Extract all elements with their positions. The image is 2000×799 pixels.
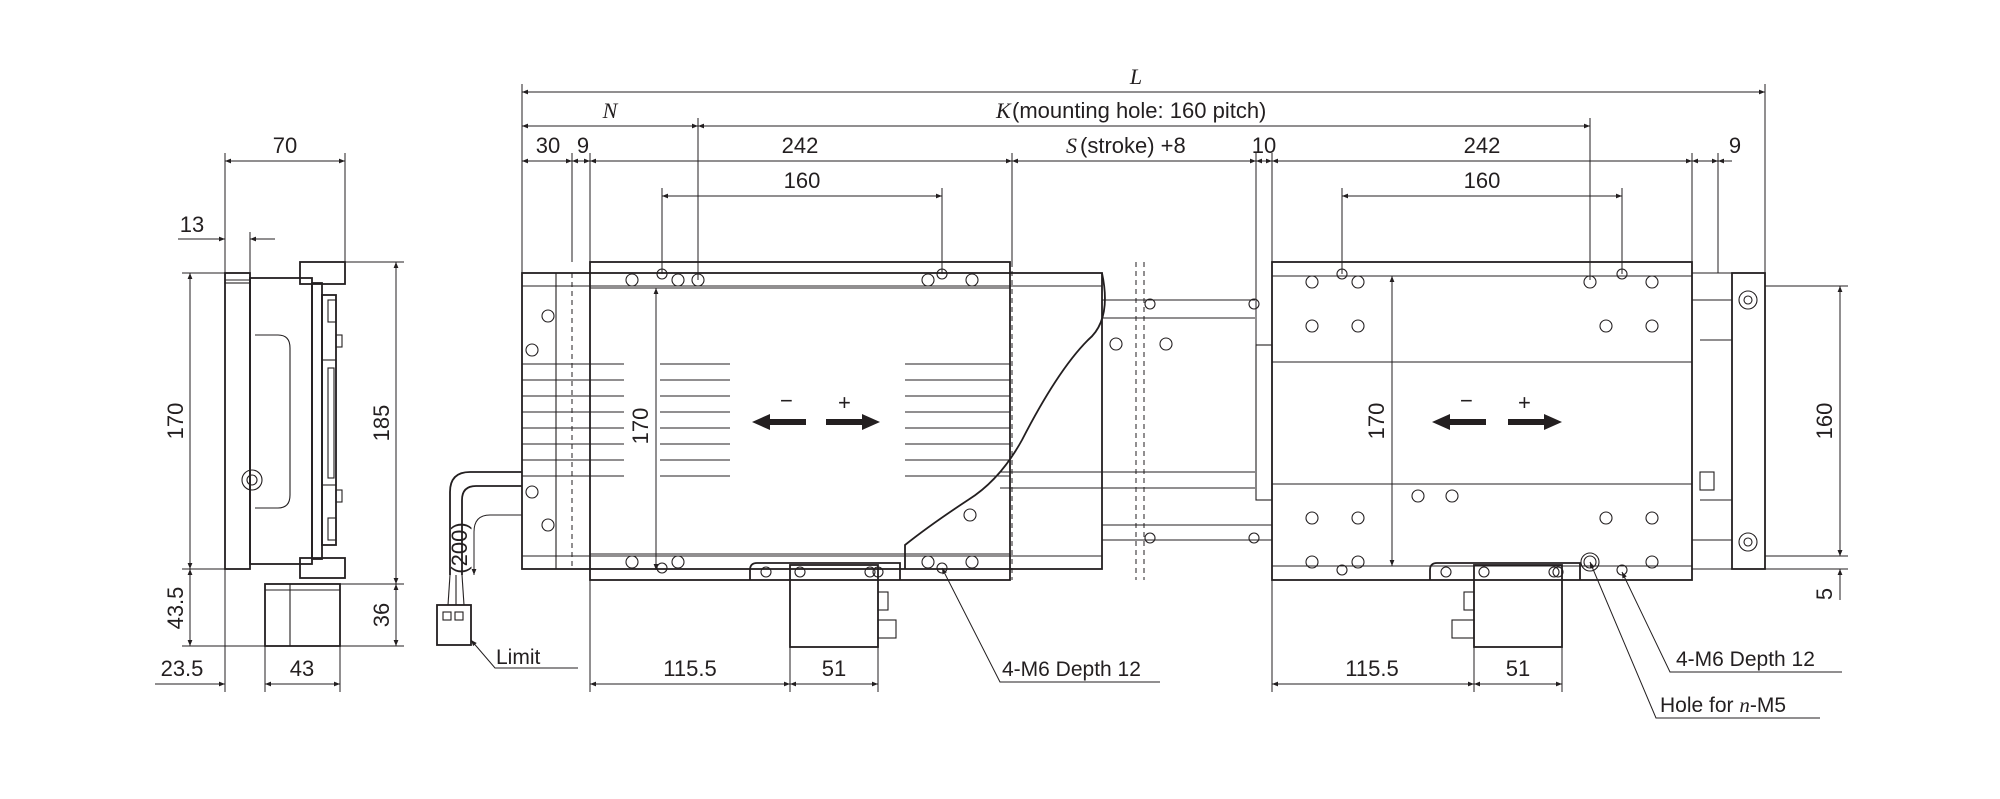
dim-51-left: 51 <box>822 656 846 681</box>
dim-170-left-table: 170 <box>628 408 653 445</box>
dim-K-suffix: (mounting hole: 160 pitch) <box>1012 98 1266 123</box>
dim-S-suffix: (stroke) +8 <box>1080 133 1186 158</box>
dim-13: 13 <box>180 212 204 237</box>
m6-label-left: 4-M6 Depth 12 <box>1002 658 1141 681</box>
dim-S-label: S <box>1066 133 1077 158</box>
dim-170-side: 170 <box>163 403 188 440</box>
dim-43-5: 43.5 <box>163 587 188 630</box>
hole-label-n: n <box>1739 693 1750 717</box>
dim-160-left: 160 <box>784 168 821 193</box>
dim-242-right: 242 <box>1464 133 1501 158</box>
minus-sign: − <box>1460 388 1473 413</box>
mounting-holes <box>525 268 1659 576</box>
dim-K-label: K <box>995 98 1012 123</box>
limit-cable <box>436 471 522 646</box>
dim-10: 10 <box>1252 133 1276 158</box>
dim-185: 185 <box>369 405 394 442</box>
dim-N: N <box>602 98 619 123</box>
minus-sign: − <box>780 388 793 413</box>
side-view <box>224 261 346 647</box>
limit-label: Limit <box>496 646 541 669</box>
dimension-lines <box>155 84 1848 719</box>
dim-5: 5 <box>1812 588 1837 600</box>
sensor-right <box>1429 562 1581 648</box>
actuator-body <box>521 261 1766 581</box>
dim-170-right-table: 170 <box>1364 403 1389 440</box>
hole-label-prefix: Hole for <box>1660 694 1739 717</box>
hole-label-suffix: -M5 <box>1750 694 1786 717</box>
dim-242-left: 242 <box>782 133 819 158</box>
dim-9-left: 9 <box>577 133 589 158</box>
dimension-labels: L N K (mounting hole: 160 pitch) 30 9 24… <box>161 64 1837 681</box>
dim-9-right: 9 <box>1729 133 1741 158</box>
dim-160-right: 160 <box>1464 168 1501 193</box>
sensor-left <box>749 562 901 648</box>
dim-115-5-right: 115.5 <box>1345 656 1398 681</box>
callout-labels: Limit 4-M6 Depth 12 4-M6 Depth 12 Hole f… <box>496 646 1815 717</box>
dim-36: 36 <box>369 603 394 627</box>
plus-sign: + <box>838 390 851 415</box>
dim-30: 30 <box>536 133 560 158</box>
groove-lines <box>522 363 1010 477</box>
direction-arrows-left: − + <box>752 388 880 430</box>
dim-43: 43 <box>290 656 314 681</box>
dim-160-end: 160 <box>1812 403 1837 440</box>
dim-115-5-left: 115.5 <box>663 656 716 681</box>
hole-label: Hole for n-M5 <box>1660 693 1786 717</box>
m6-label-right: 4-M6 Depth 12 <box>1676 648 1815 671</box>
dim-L: L <box>1129 64 1142 89</box>
dim-200-cable: (200) <box>447 522 472 573</box>
plus-sign: + <box>1518 390 1531 415</box>
dim-51-right: 51 <box>1506 656 1530 681</box>
direction-arrows-right: − + <box>1432 388 1562 430</box>
dim-70: 70 <box>273 133 297 158</box>
dim-23-5: 23.5 <box>161 656 204 681</box>
